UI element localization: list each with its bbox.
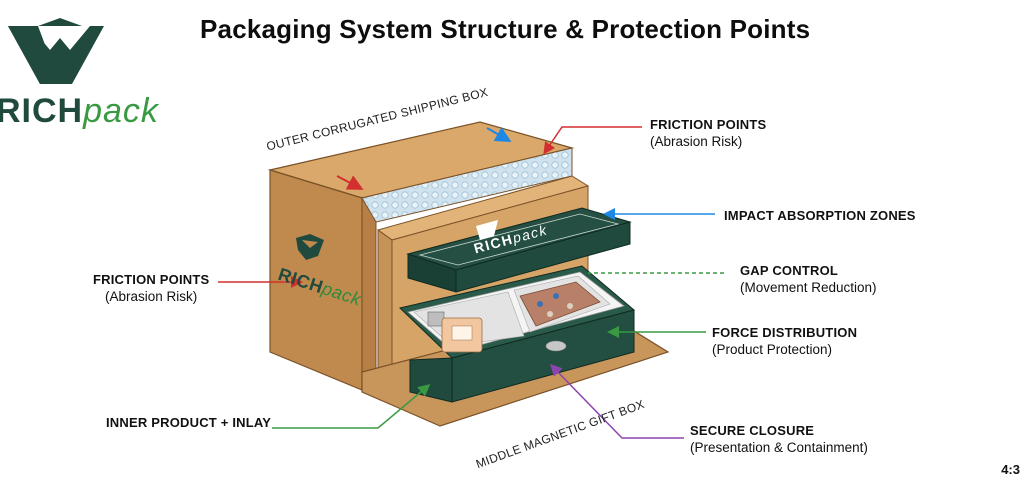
friction-points-left-label: FRICTION POINTS (Abrasion Risk) bbox=[93, 271, 209, 305]
logo-word-pack: pack bbox=[83, 92, 159, 130]
secure-closure-title: SECURE CLOSURE bbox=[690, 423, 815, 438]
force-distribution-title: FORCE DISTRIBUTION bbox=[712, 325, 858, 340]
logo-emblem-icon bbox=[8, 18, 104, 84]
impact-absorption-title: IMPACT ABSORPTION ZONES bbox=[724, 208, 916, 223]
secure-closure-label: SECURE CLOSURE (Presentation & Containme… bbox=[690, 422, 868, 456]
aspect-ratio-badge: 4:3 bbox=[1001, 462, 1020, 477]
box-side-logo bbox=[296, 234, 324, 260]
friction-top-leader bbox=[543, 126, 642, 155]
friction-arrow-outer-top bbox=[336, 175, 364, 190]
gap-control-title: GAP CONTROL bbox=[740, 263, 839, 278]
friction-points-top-title: FRICTION POINTS bbox=[650, 117, 767, 132]
green-drawer-tray bbox=[398, 265, 636, 403]
friction-points-top-subtitle: (Abrasion Risk) bbox=[650, 134, 743, 149]
gap-control-label: GAP CONTROL (Movement Reduction) bbox=[740, 262, 877, 296]
force-distribution-label: FORCE DISTRIBUTION (Product Protection) bbox=[712, 324, 857, 358]
secure-closure-leader bbox=[549, 363, 684, 439]
inner-product-label: INNER PRODUCT + INLAY bbox=[106, 414, 271, 431]
logo-wordmark: RICHpack bbox=[0, 92, 159, 131]
page-title: Packaging System Structure & Protection … bbox=[200, 14, 811, 44]
friction-points-left-title: FRICTION POINTS bbox=[93, 272, 210, 287]
impact-absorption-label: IMPACT ABSORPTION ZONES bbox=[724, 207, 916, 224]
logo-word-rich: RICH bbox=[0, 92, 84, 130]
friction-points-left-subtitle: (Abrasion Risk) bbox=[105, 289, 198, 304]
richpack-logo: RICHpack bbox=[0, 14, 160, 130]
friction-points-top-label: FRICTION POINTS (Abrasion Risk) bbox=[650, 116, 766, 150]
green-gift-box-lid bbox=[406, 207, 632, 293]
force-distribution-subtitle: (Product Protection) bbox=[712, 342, 833, 357]
secure-closure-subtitle: (Presentation & Containment) bbox=[690, 440, 868, 455]
impact-arrow-outer-top bbox=[486, 127, 512, 142]
inner-product-leader bbox=[272, 384, 431, 429]
gap-control-subtitle: (Movement Reduction) bbox=[740, 280, 877, 295]
inner-product-title: INNER PRODUCT + INLAY bbox=[106, 415, 272, 430]
